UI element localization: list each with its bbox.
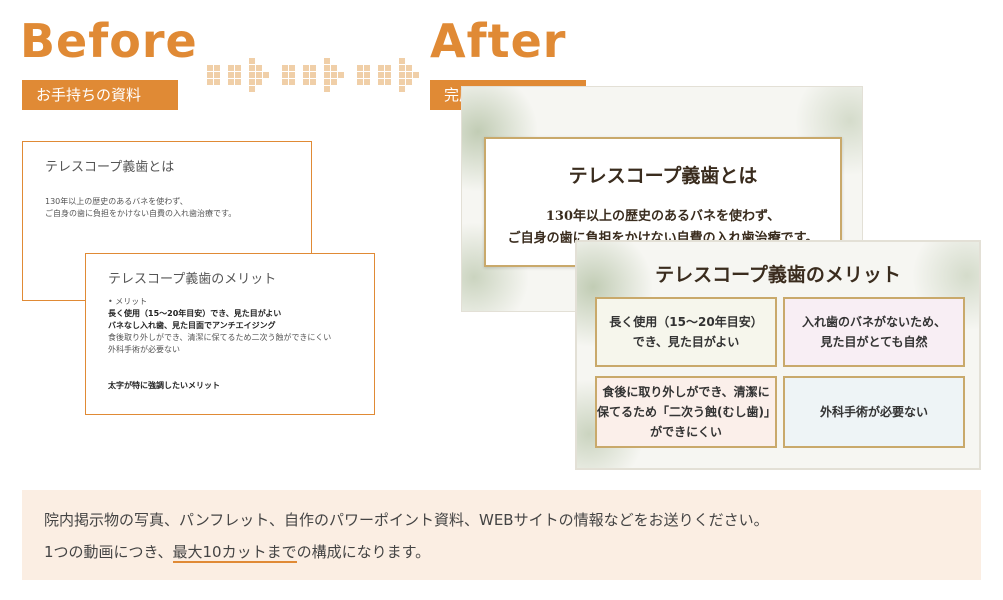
merit-text: でき、見た目がよい — [632, 335, 740, 349]
card-text: ご自身の歯に負担をかけない自費の入れ歯治療です。 — [45, 209, 237, 218]
card-text: 食後取り外しができ、清潔に保てるため二次う蝕ができにくい — [108, 333, 332, 342]
slide-title: テレスコープ義歯のメリット — [655, 264, 901, 286]
slide-text: 130年以上の歴史のあるバネを使わず、 — [545, 209, 781, 224]
notice-line: 1つの動画につき、最大10カットまでの構成になります。 — [44, 536, 959, 568]
merit-cell: 食後に取り外しができ、清潔に保てるため「二次う蝕(むし歯)」ができにくい — [595, 376, 777, 448]
dotted-arrow-icon — [282, 58, 352, 92]
dotted-arrow-icon — [357, 58, 427, 92]
card-bold-text: 長く使用（15～20年目安）でき、見た目がよい — [108, 309, 282, 318]
card-note: 太字が特に強調したいメリット — [108, 381, 220, 390]
merit-cell: 長く使用（15～20年目安） でき、見た目がよい — [595, 297, 777, 367]
card-title: テレスコープ義歯とは — [45, 160, 175, 175]
card-text: 130年以上の歴史のあるバネを使わず、 — [45, 197, 188, 206]
merit-cell: 入れ歯のバネがないため、見た目がとても自然 — [783, 297, 965, 367]
merit-text: 保てるため「二次う蝕(むし歯)」 — [597, 405, 776, 419]
notice-box: 院内掲示物の写真、パンフレット、自作のパワーポイント資料、WEBサイトの情報など… — [22, 490, 981, 580]
notice-text: 1つの動画につき、 — [44, 543, 173, 561]
merit-text: 入れ歯のバネがないため、 — [801, 315, 946, 329]
before-tag: お手持ちの資料 — [22, 80, 178, 110]
notice-line: 院内掲示物の写真、パンフレット、自作のパワーポイント資料、WEBサイトの情報など… — [44, 511, 769, 529]
slide-title: テレスコープ義歯とは — [568, 165, 758, 187]
card-bullet: • メリット — [108, 297, 148, 306]
notice-text: の構成になります。 — [296, 543, 431, 561]
after-slide-merits: テレスコープ義歯のメリット 長く使用（15～20年目安） でき、見た目がよい 入れ歯… — [576, 241, 980, 469]
before-heading: Before — [20, 14, 198, 68]
merit-cell: 外科手術が必要ない — [783, 376, 965, 448]
merit-text: 外科手術が必要ない — [819, 405, 928, 419]
merit-text: 見た目がとても自然 — [820, 335, 928, 349]
card-bold-text: バネなし入れ歯、見た目面でアンチエイジング — [108, 321, 276, 330]
notice-emphasis: 最大10カットまで — [172, 543, 297, 563]
before-card-merits: テレスコープ義歯のメリット • メリット 長く使用（15～20年目安）でき、見た… — [85, 253, 375, 415]
after-heading: After — [430, 14, 567, 68]
merit-text: 長く使用（15～20年目安） — [609, 315, 763, 329]
dotted-arrow-icon — [207, 58, 277, 92]
merit-text: ができにくい — [650, 425, 722, 439]
card-text: 外科手術が必要ない — [108, 345, 180, 354]
card-title: テレスコープ義歯のメリット — [108, 272, 277, 287]
merit-text: 食後に取り外しができ、清潔に — [602, 385, 770, 399]
